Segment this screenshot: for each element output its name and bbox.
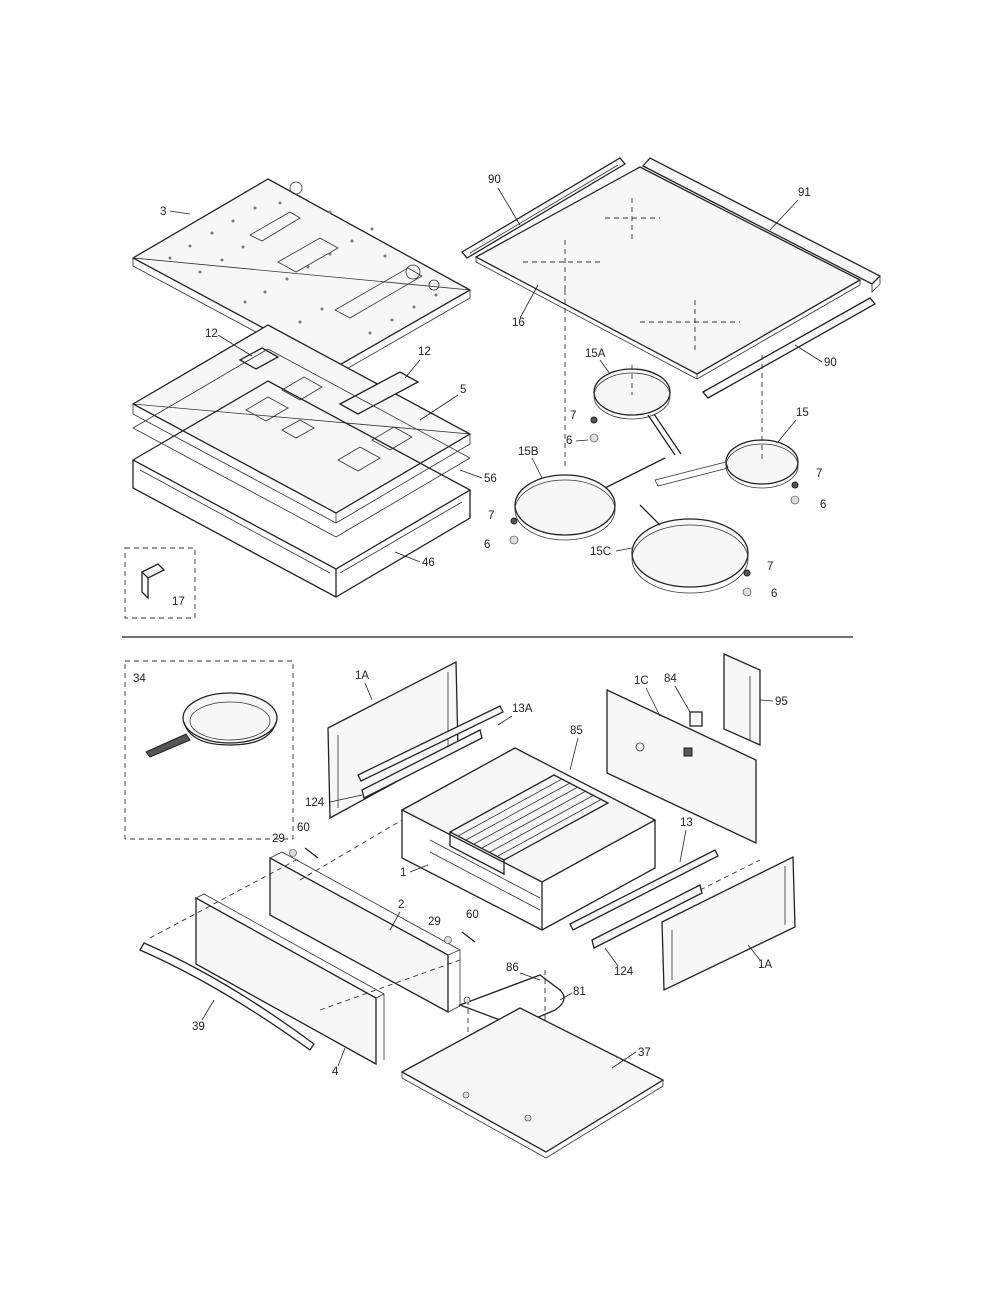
callout-1c: 1C <box>634 675 649 687</box>
part-17-clip <box>140 563 166 600</box>
part-84-connector <box>689 711 703 727</box>
callout-15b: 15B <box>518 446 539 458</box>
callout-2: 2 <box>398 899 404 911</box>
part-95-bracket <box>723 652 761 747</box>
part-46-box <box>131 380 472 598</box>
part-1c-rear-panel <box>606 688 757 845</box>
callout-37: 37 <box>638 1047 651 1059</box>
part-15a-element <box>593 368 682 456</box>
callout-3: 3 <box>160 206 166 218</box>
part-7-spring-d <box>743 569 751 577</box>
callout-15a: 15A <box>585 348 606 360</box>
callout-7d: 7 <box>767 561 773 573</box>
part-13a-slide <box>357 705 504 782</box>
callout-39: 39 <box>192 1021 205 1033</box>
callout-1: 1 <box>400 867 406 879</box>
inset-box-17 <box>124 547 196 619</box>
part-29-screw-b <box>444 936 452 944</box>
callout-29a: 29 <box>272 833 285 845</box>
part-6-screw-c <box>509 535 519 545</box>
part-60-pin-b <box>461 931 476 943</box>
part-3-top-panel <box>131 178 472 376</box>
callout-6d: 6 <box>771 588 777 600</box>
inset-box-34 <box>124 660 294 840</box>
part-6-screw-d <box>742 587 752 597</box>
part-85-rack <box>448 774 610 876</box>
part-56-gasket <box>132 348 471 538</box>
part-2-inner-front-panel <box>269 851 461 1014</box>
callout-12a: 12 <box>205 328 218 340</box>
callout-1a-bot: 1A <box>758 959 772 971</box>
callout-5: 5 <box>460 384 466 396</box>
part-12-bracket-a <box>238 347 280 370</box>
callout-60b: 60 <box>466 909 479 921</box>
callout-7a: 7 <box>570 410 576 422</box>
part-91-strip-right <box>641 157 882 293</box>
callout-81: 81 <box>573 986 586 998</box>
part-1a-side-panel-right <box>661 855 796 992</box>
callout-95: 95 <box>775 696 788 708</box>
part-6-screw-a <box>589 433 599 443</box>
part-7-spring-a <box>590 416 598 424</box>
callout-6b: 6 <box>820 499 826 511</box>
part-90-strip-left <box>461 157 626 259</box>
callout-6a: 6 <box>566 435 572 447</box>
part-13-slide <box>569 849 719 931</box>
callout-84: 84 <box>664 673 677 685</box>
part-6-screw-b <box>790 495 800 505</box>
callout-124b: 124 <box>614 966 634 978</box>
callout-4: 4 <box>332 1066 339 1078</box>
callout-91: 91 <box>798 187 811 199</box>
part-1-drawer-tub <box>400 747 657 931</box>
part-90-strip-bottom <box>702 297 876 399</box>
callout-56: 56 <box>484 473 497 485</box>
callout-60a: 60 <box>297 822 310 834</box>
part-7-spring-c <box>510 517 518 525</box>
callout-17: 17 <box>172 596 185 608</box>
callout-90a: 90 <box>488 174 501 186</box>
callout-7c: 7 <box>488 510 494 522</box>
callout-15: 15 <box>796 407 809 419</box>
part-60-pin-a <box>304 847 319 859</box>
callout-16: 16 <box>512 317 525 329</box>
part-7-spring-b <box>791 481 799 489</box>
part-5-frame <box>131 324 472 524</box>
part-34-skillet <box>145 692 278 758</box>
part-39-handle <box>139 942 315 1051</box>
callout-34: 34 <box>133 673 146 685</box>
callout-15c: 15C <box>590 546 611 558</box>
part-124-slide-left <box>361 729 483 799</box>
part-12-bracket-b <box>338 371 420 415</box>
callout-12b: 12 <box>418 346 431 358</box>
callout-29b: 29 <box>428 916 441 928</box>
callout-86a: 86 <box>506 962 519 974</box>
callout-85: 85 <box>570 725 583 737</box>
part-37-bottom-cover <box>400 1007 665 1159</box>
callout-13: 13 <box>680 817 693 829</box>
part-124-slide-right <box>591 884 703 949</box>
callout-90b: 90 <box>824 357 837 369</box>
part-15c-element <box>631 504 749 594</box>
part-15-element <box>654 439 799 489</box>
part-15b-element <box>514 457 666 541</box>
callout-46: 46 <box>422 557 435 569</box>
callout-6c: 6 <box>484 539 490 551</box>
part-16-glass-cooktop <box>474 166 862 380</box>
part-4-drawer-front <box>195 893 385 1066</box>
part-29-screw-a <box>289 849 297 857</box>
callout-1a-top: 1A <box>355 670 369 682</box>
callout-124a: 124 <box>305 797 325 809</box>
callout-13a: 13A <box>512 703 533 715</box>
callout-7b: 7 <box>816 468 822 480</box>
